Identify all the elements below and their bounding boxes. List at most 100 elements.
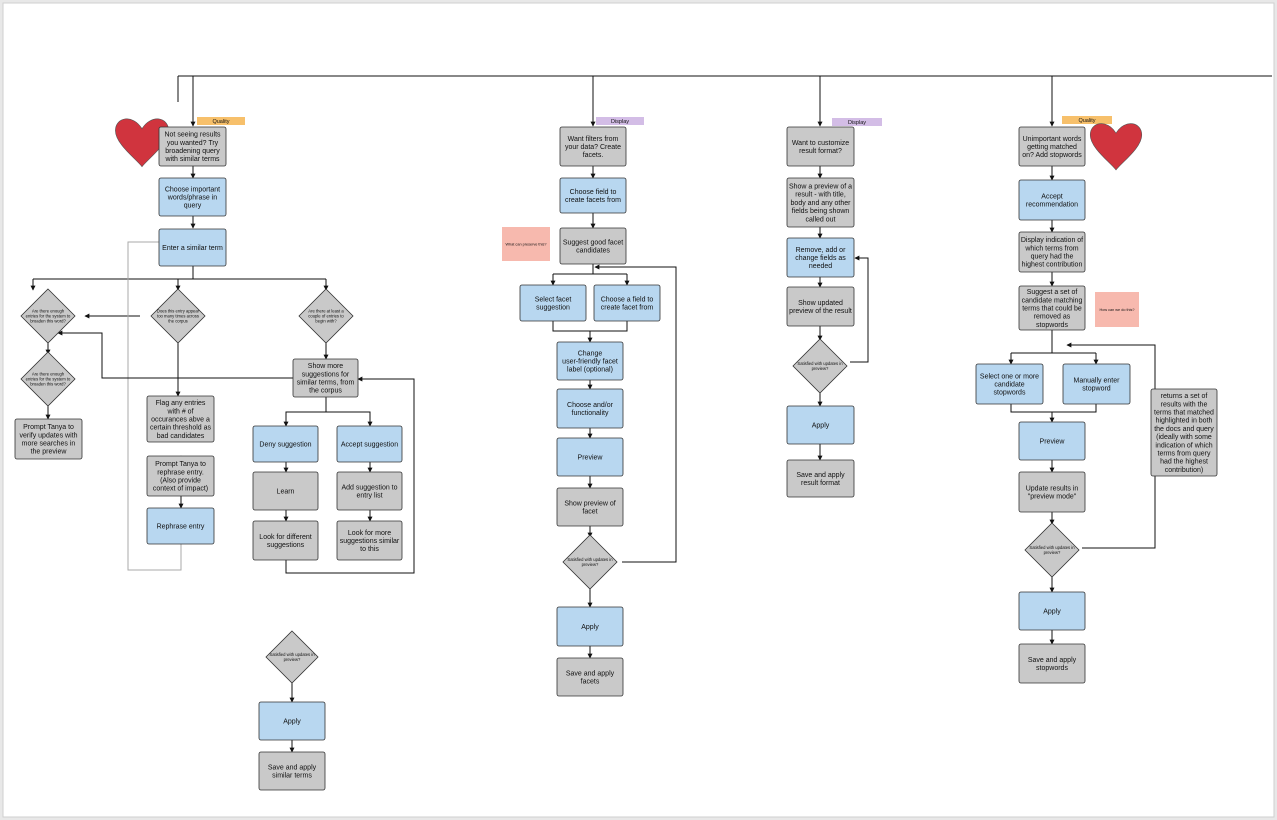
node-st-d-many-shape (150, 288, 206, 344)
node-sw-update[interactable]: Update results in"preview mode" (1018, 471, 1086, 513)
node-st-start-shape (158, 126, 227, 167)
node-sw-apply-shape (1018, 591, 1086, 631)
node-st-deny[interactable]: Deny suggestion (252, 425, 319, 463)
tag-display-1: Display (596, 117, 644, 125)
svg-text:Quality: Quality (1078, 118, 1095, 124)
node-sw-save-shape (1018, 643, 1086, 684)
node-st-deny-label: Deny suggestion (259, 441, 311, 448)
node-st-flag-shape (146, 395, 215, 443)
node-sw-d-satisfied-shape (1024, 522, 1080, 578)
node-sw-select-shape (975, 363, 1044, 405)
node-st-rephrase[interactable]: Rephrase entry (146, 507, 215, 545)
node-fc-apply[interactable]: Apply (556, 606, 624, 647)
node-sw-apply[interactable]: Apply (1018, 591, 1086, 631)
node-st-apply-shape (258, 701, 326, 741)
node-st-learn-label: Learn (277, 488, 295, 495)
node-fc-preview[interactable]: Preview (556, 437, 624, 477)
node-fc-preview-label: Preview (578, 454, 604, 461)
node-rf-apply[interactable]: Apply (786, 405, 855, 445)
node-st-rephrase-shape (146, 507, 215, 545)
node-rf-d-satisfied-shape (792, 338, 848, 394)
connector-line (1010, 404, 1097, 413)
node-sw-update-shape (1018, 471, 1086, 513)
node-st-choose-shape (158, 177, 227, 217)
node-st-enter[interactable]: Enter a similar term (158, 228, 227, 267)
connector-line (127, 241, 182, 571)
node-st-d-satisfied-shape (265, 630, 319, 684)
node-fc-choose-field-shape (559, 177, 627, 214)
node-st-accept[interactable]: Accept suggestion (336, 425, 403, 463)
node-rf-apply-shape (786, 405, 855, 445)
node-fc-apply-shape (556, 606, 624, 647)
node-fc-preview-shape (556, 437, 624, 477)
node-st-apply[interactable]: Apply (258, 701, 326, 741)
node-st-show-more-shape (292, 358, 359, 398)
node-st-enter-shape (158, 228, 227, 267)
svg-text:Display: Display (611, 119, 629, 125)
node-st-learn-shape (252, 471, 319, 511)
node-fc-change-label-shape (556, 341, 624, 381)
node-sw-start-shape (1018, 126, 1086, 167)
node-rf-save-shape (786, 459, 855, 498)
node-st-learn[interactable]: Learn (252, 471, 319, 511)
node-sw-preview-shape (1018, 421, 1086, 461)
node-st-look-diff-shape (252, 520, 319, 561)
node-fc-select-shape (519, 284, 587, 322)
node-rf-start-shape (786, 126, 855, 167)
node-fc-start-shape (559, 126, 627, 167)
node-sw-preview[interactable]: Preview (1018, 421, 1086, 461)
